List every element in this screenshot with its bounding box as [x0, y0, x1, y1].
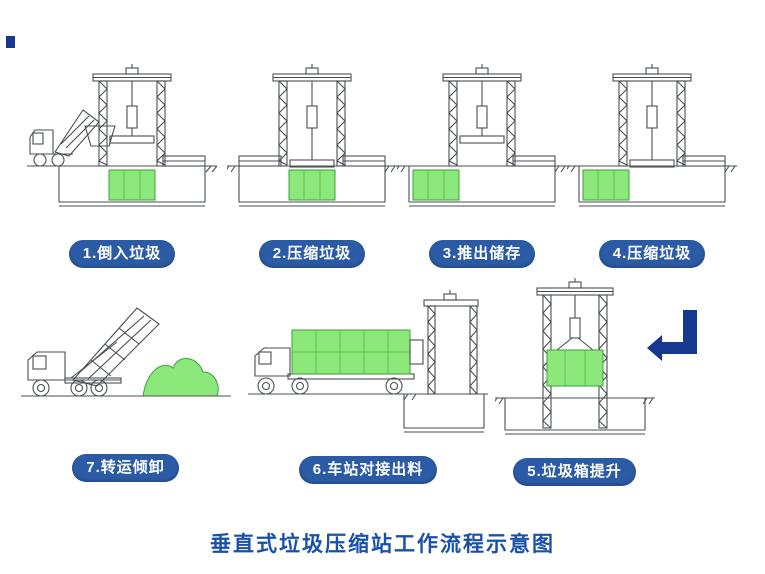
- step-1-illustration-dump-truck-station: [27, 64, 217, 207]
- step-6-label: 6.车站对接出料: [298, 456, 438, 484]
- stray-mark: [6, 36, 15, 48]
- step-3-illustration-storage-station: [397, 64, 567, 207]
- diagram-title: 垂直式垃圾压缩站工作流程示意图: [210, 533, 555, 556]
- left-turn-arrow-icon: [647, 310, 697, 361]
- step-7: 7.转运倾卸: [18, 296, 233, 482]
- flow-arrow: [645, 308, 707, 370]
- step-5: 5.垃圾箱提升: [492, 278, 657, 486]
- step-7-label: 7.转运倾卸: [72, 454, 179, 482]
- step-3-label: 3.推出储存: [428, 240, 536, 268]
- step-2-label: 2.压缩垃圾: [258, 240, 366, 268]
- step-2: 2.压缩垃圾: [222, 64, 402, 268]
- step-3: 3.推出储存: [392, 64, 572, 268]
- step-6: 6.车站对接出料: [243, 290, 493, 484]
- step-7-illustration-tipping-truck: [20, 307, 231, 397]
- step-1: 1.倒入垃圾: [22, 64, 222, 268]
- step-1-label: 1.倒入垃圾: [68, 240, 176, 268]
- step-4-illustration-compression-station: [567, 64, 737, 207]
- step-5-label: 5.垃圾箱提升: [513, 458, 636, 486]
- step-4-label: 4.压缩垃圾: [598, 240, 706, 268]
- step-5-illustration-lifting-station: [494, 278, 655, 435]
- step-6-illustration-truck-docking-station: [248, 290, 488, 433]
- step-2-illustration-compression-station: [227, 64, 397, 207]
- step-4: 4.压缩垃圾: [562, 64, 742, 268]
